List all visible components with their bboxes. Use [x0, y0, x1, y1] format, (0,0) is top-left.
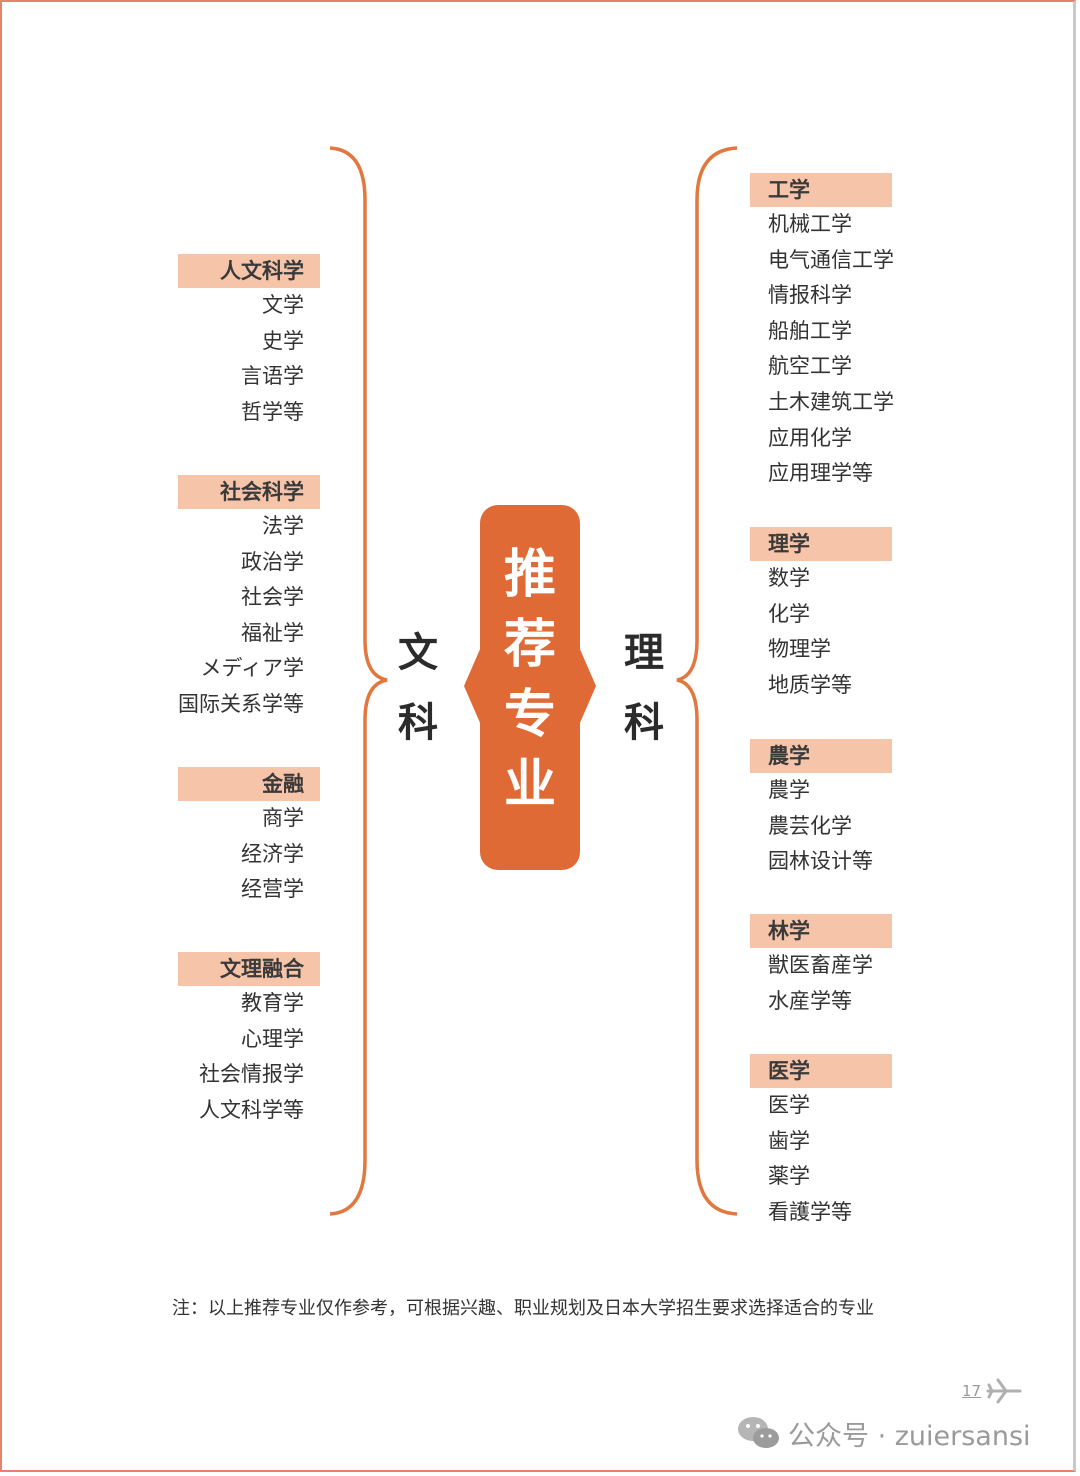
center-char: 业: [503, 755, 556, 815]
major-item: 土木建筑工学: [768, 389, 894, 414]
label-char: 科: [624, 700, 664, 746]
major-item: メディア学: [200, 656, 304, 681]
major-item: 应用化学: [768, 425, 852, 450]
major-item: 园林设计等: [768, 849, 873, 874]
group-humanities: 人文科学 文学 史学 言语学 哲学等: [160, 254, 320, 430]
label-char: 科: [398, 700, 438, 746]
major-item: 商学: [262, 806, 304, 830]
watermark: 公众号 · zuiersansi: [788, 1421, 1031, 1452]
major-item: 电气通信工学: [768, 247, 894, 272]
major-item: 史学: [262, 328, 304, 353]
group-header: 農学: [750, 739, 892, 773]
group-medicine: 医学 医学 歯学 薬学 看護学等: [750, 1054, 970, 1230]
major-item: 社会情报学: [199, 1062, 304, 1087]
major-item: 福祉学: [241, 620, 304, 645]
major-item: 歯学: [768, 1128, 810, 1153]
center-char: 推: [503, 545, 556, 605]
major-item: 水産学等: [768, 988, 852, 1013]
major-item: 農学: [768, 778, 810, 802]
group-header: 人文科学: [178, 254, 320, 288]
major-item: 情报科学: [768, 283, 852, 308]
major-item: 獣医畜産学: [768, 953, 873, 977]
center-box: [480, 505, 580, 870]
major-item: 社会学: [241, 585, 304, 610]
major-item: 医学: [768, 1093, 810, 1117]
right-brace: [676, 146, 738, 1216]
group-science: 理学 数学 化学 物理学 地质学等: [750, 527, 970, 703]
group-header: 医学: [750, 1054, 892, 1088]
group-header: 社会科学: [178, 475, 320, 509]
group-header: 文理融合: [178, 952, 320, 986]
footnote: 注：以上推荐专业仅作参考，可根据兴趣、职业规划及日本大学招生要求选择适合的专业: [172, 1298, 874, 1319]
label-char: 文: [398, 630, 438, 676]
label-char: 理: [624, 630, 664, 676]
center-char: 荐: [503, 615, 556, 675]
group-social-science: 社会科学 法学 政治学 社会学 福祉学 メディア学 国际关系学等: [160, 475, 320, 723]
major-item: 经济学: [241, 841, 304, 866]
major-item: 航空工学: [768, 354, 852, 379]
major-item: 人文科学等: [199, 1097, 304, 1122]
major-item: 教育学: [241, 991, 304, 1015]
group-header: 工学: [750, 173, 892, 207]
group-interdisciplinary: 文理融合 教育学 心理学 社会情报学 人文科学等: [160, 952, 320, 1128]
major-item: 哲学等: [241, 399, 304, 424]
center-char: 专: [503, 685, 556, 745]
major-item: 農芸化学: [768, 813, 852, 838]
page-number: 17: [962, 1382, 982, 1400]
major-item: 文学: [262, 293, 304, 317]
wechat-icon: [738, 1417, 779, 1448]
major-item: 物理学: [768, 637, 831, 662]
major-item: 心理学: [241, 1026, 304, 1051]
airplane-icon: [986, 1378, 1022, 1404]
major-item: 船舶工学: [768, 318, 852, 343]
center-arrow-right: [576, 640, 596, 732]
group-engineering: 工学 机械工学 电气通信工学 情报科学 船舶工学 航空工学 土木建筑工学 应用化…: [750, 173, 970, 492]
group-forestry: 林学 獣医畜産学 水産学等: [750, 914, 970, 1019]
group-header: 理学: [750, 527, 892, 561]
major-item: 薬学: [768, 1164, 810, 1189]
major-item: 经营学: [241, 877, 304, 902]
major-item: 应用理学等: [768, 461, 873, 486]
major-item: 法学: [262, 514, 304, 538]
left-brace: [329, 146, 388, 1216]
center-arrow-left: [464, 640, 484, 732]
group-finance: 金融 商学 经济学 经营学: [160, 767, 320, 908]
major-item: 化学: [768, 601, 810, 626]
major-item: 数学: [768, 566, 810, 590]
center-title: 推 荐 专 业: [480, 540, 580, 820]
major-item: 地质学等: [768, 672, 852, 697]
major-item: 国际关系学等: [178, 691, 304, 716]
label-liberal-arts: 文 科: [388, 618, 448, 758]
major-item: 政治学: [241, 549, 304, 574]
group-header: 金融: [178, 767, 320, 801]
group-header: 林学: [750, 914, 892, 948]
group-agriculture: 農学 農学 農芸化学 园林设计等: [750, 739, 970, 880]
major-item: 看護学等: [768, 1199, 852, 1224]
label-science: 理 科: [614, 618, 674, 758]
major-item: 机械工学: [768, 212, 852, 236]
major-item: 言语学: [241, 364, 304, 389]
